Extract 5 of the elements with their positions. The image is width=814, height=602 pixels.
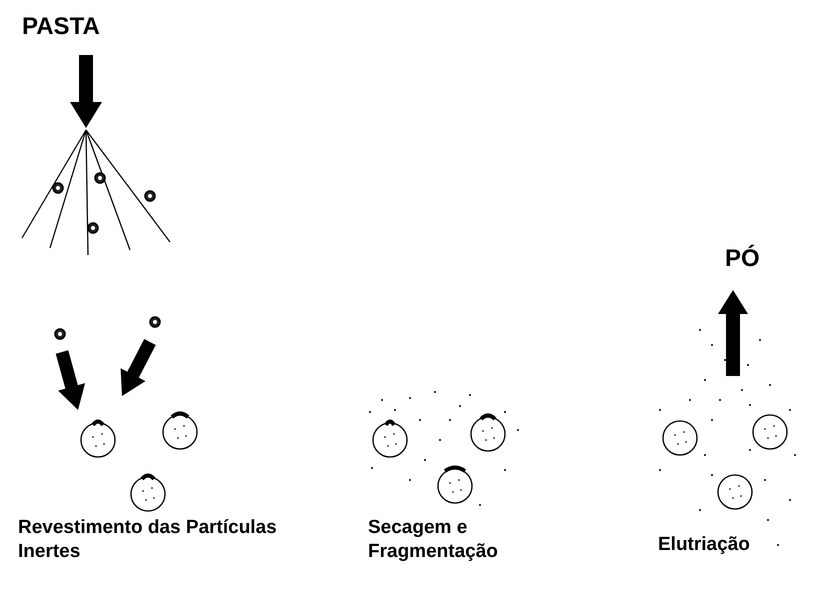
output-label: PÓ	[725, 244, 760, 274]
stage-caption: Elutriação	[658, 533, 751, 557]
stage-caption: Revestimento das Partículas Inertes	[18, 516, 278, 564]
stage-caption: Secagem e Fragmentação	[368, 516, 499, 564]
input-label: PASTA	[22, 12, 100, 42]
